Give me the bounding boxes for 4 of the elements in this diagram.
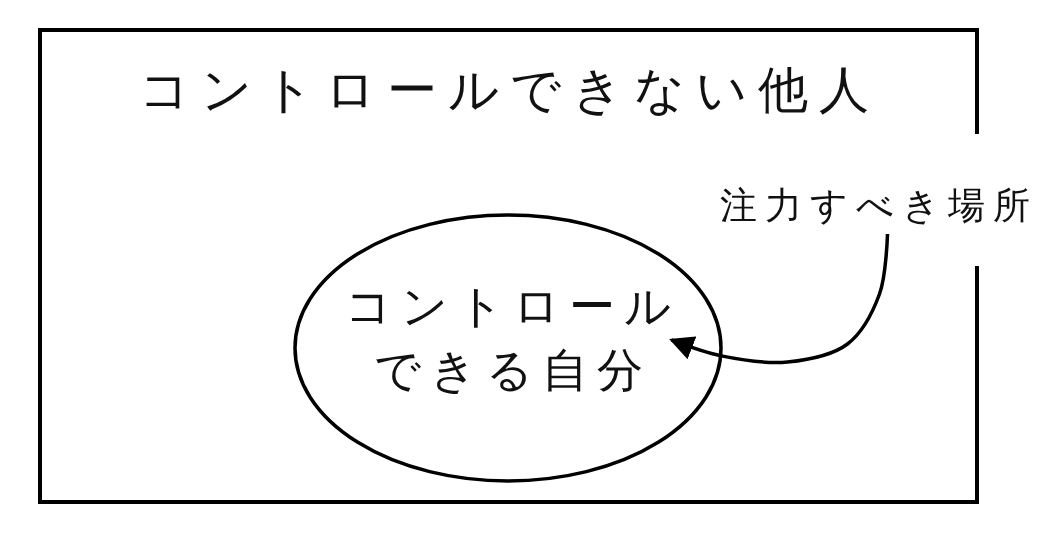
frame-title: コントロールできない他人 <box>138 60 881 120</box>
curved-arrow <box>669 233 890 365</box>
ellipse-label: コントロールできる自分 <box>344 278 681 399</box>
callout-label: 注力すべき場所 <box>720 184 1038 229</box>
